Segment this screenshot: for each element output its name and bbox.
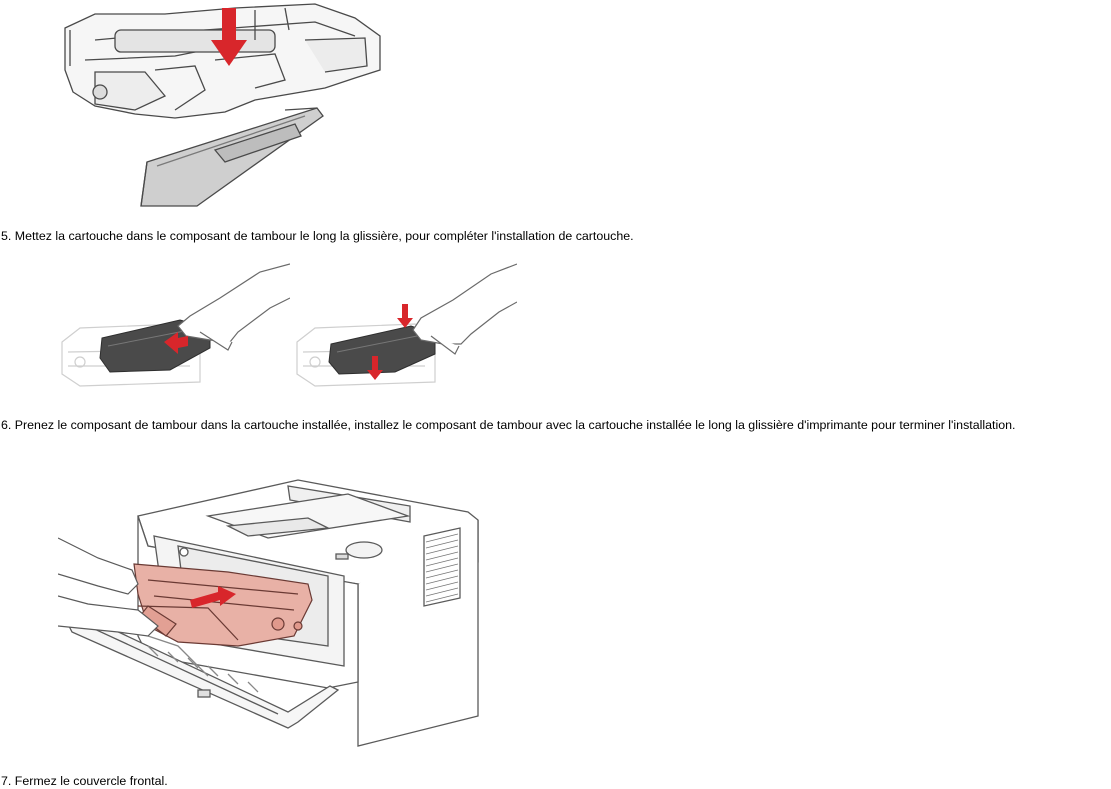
insert-cartridge-drawing xyxy=(61,263,290,387)
printer-drawing xyxy=(58,479,479,747)
illustration-insert-cartridge-left xyxy=(60,262,290,392)
illustration-printer-install xyxy=(58,476,480,748)
drum-unit-drawing xyxy=(64,3,381,207)
red-down-arrow-icon xyxy=(367,356,383,380)
red-left-arrow-icon xyxy=(164,332,188,354)
step-7-text: 7. Fermez le couvercle frontal. xyxy=(1,774,168,788)
step-6-text: 6. Prenez le composant de tambour dans l… xyxy=(1,418,1016,432)
illustration-press-cartridge-right xyxy=(295,262,517,392)
red-right-arrow-icon xyxy=(190,586,236,608)
step-5-text: 5. Mettez la cartouche dans le composant… xyxy=(1,229,634,243)
illustration-drum-cartridge xyxy=(55,0,395,212)
red-down-arrow-icon xyxy=(397,304,413,328)
red-down-arrow-icon xyxy=(211,8,247,66)
press-cartridge-drawing xyxy=(296,263,517,387)
